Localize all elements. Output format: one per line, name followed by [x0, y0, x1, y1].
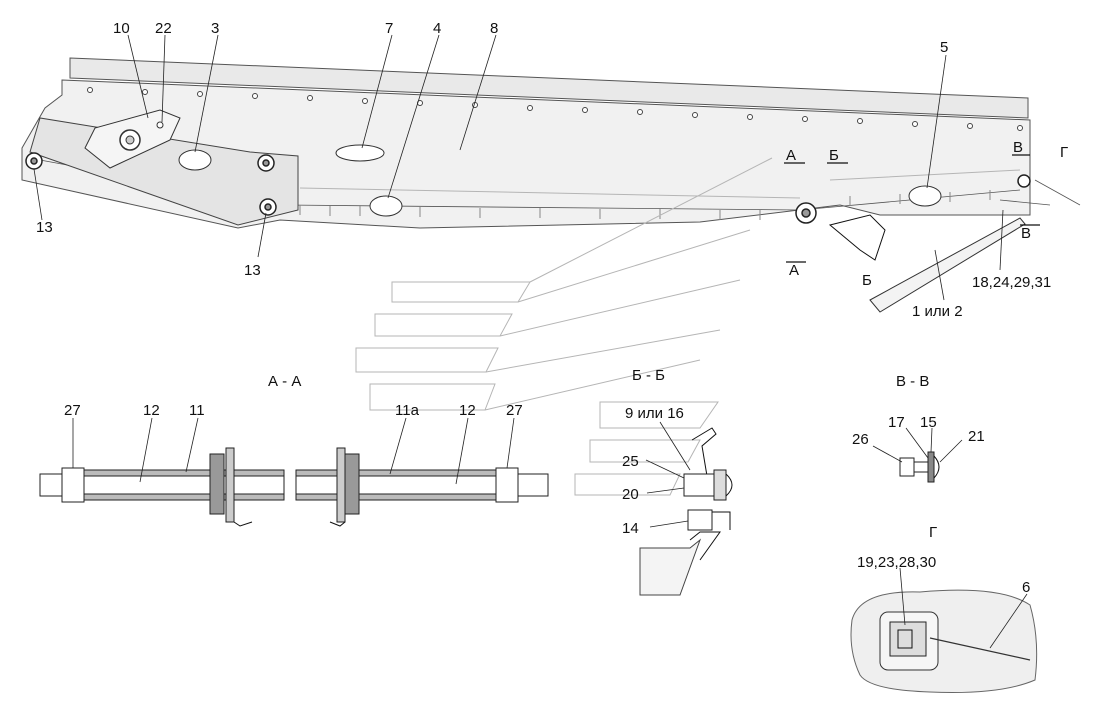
rollers [25, 152, 1031, 224]
g-label-19-23-28-30: 19,23,28,30 [857, 554, 936, 571]
section-mark-v-bottom: В [1021, 225, 1031, 242]
callout-13-bottom: 13 [244, 262, 261, 279]
callout-3: 3 [211, 20, 219, 37]
aa-label-27-left: 27 [64, 402, 81, 419]
conveyor-main-view: 10 22 3 7 4 8 5 13 13 1 или 2 18,24,29,3… [21, 20, 1081, 320]
callout-1-or-2: 1 или 2 [912, 303, 963, 320]
vv-label-26: 26 [852, 431, 869, 448]
g-label-6: 6 [1022, 579, 1030, 596]
callout-7: 7 [385, 20, 393, 37]
section-bb: Б - Б 9 или 16 25 20 14 [622, 367, 733, 596]
chain-window-3 [178, 149, 212, 171]
callout-5: 5 [940, 39, 948, 56]
bb-label-14: 14 [622, 520, 639, 537]
section-bb-title: Б - Б [632, 367, 665, 384]
bolt-row [87, 87, 1023, 131]
chain-slats [299, 190, 991, 220]
section-vv-title: В - В [896, 373, 929, 390]
section-mark-v-top: В [1013, 139, 1023, 156]
section-mark-g: Г [1060, 144, 1068, 161]
flap-1-or-2 [869, 217, 1026, 313]
section-mark-b-top: Б [829, 147, 839, 164]
detail-g: Г 19,23,28,30 6 [850, 524, 1038, 693]
aa-label-11a: 11а [395, 402, 420, 419]
vv-label-21: 21 [968, 428, 985, 445]
detail-g-title: Г [929, 524, 937, 541]
section-mark-a-bottom: А [789, 262, 799, 279]
bb-label-25: 25 [622, 453, 639, 470]
aa-label-12-left: 12 [143, 402, 160, 419]
callout-18-24-29-31: 18,24,29,31 [972, 274, 1051, 291]
section-mark-a-top: А [786, 147, 796, 164]
callout-4: 4 [433, 20, 441, 37]
callout-22: 22 [155, 20, 172, 37]
bb-label-9-or-16: 9 или 16 [625, 405, 684, 422]
top-cover-plate [69, 57, 1029, 119]
aa-label-12-right: 12 [459, 402, 476, 419]
vv-label-17: 17 [888, 414, 905, 431]
chain-window-5 [908, 185, 942, 207]
section-vv: В - В 17 15 26 21 [852, 373, 985, 483]
aa-label-27-right: 27 [506, 402, 523, 419]
section-mark-b-bottom: Б [862, 272, 872, 289]
bb-label-20: 20 [622, 486, 639, 503]
aa-label-11: 11 [189, 402, 205, 419]
section-aa-title: А - А [268, 373, 301, 390]
section-aa: А - А 27 12 11 11а 12 27 [39, 373, 549, 527]
callout-8: 8 [490, 20, 498, 37]
background-panels [355, 157, 773, 496]
vv-label-15: 15 [920, 414, 937, 431]
callout-13-left: 13 [36, 219, 53, 236]
callout-10: 10 [113, 20, 130, 37]
chain-window-4 [369, 195, 403, 217]
inspection-window [335, 144, 385, 162]
